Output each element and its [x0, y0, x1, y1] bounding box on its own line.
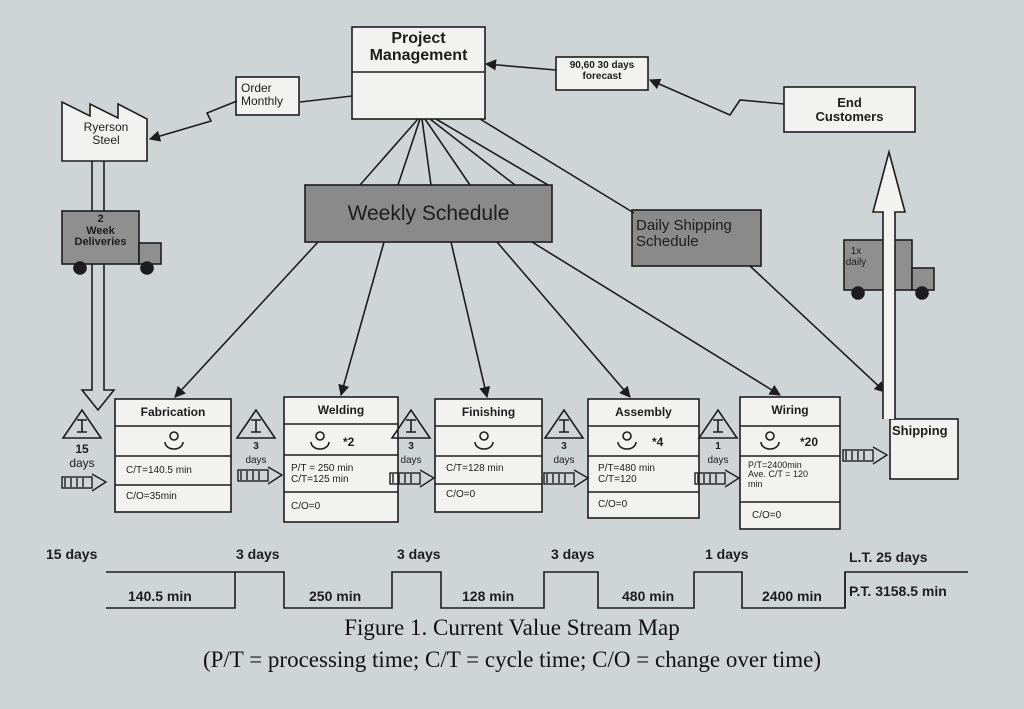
inventory-unit: days: [553, 455, 575, 466]
daily-shipping-box: [631, 209, 762, 267]
process-changeover: C/O=35min: [126, 491, 177, 502]
timeline-wait: 3 days: [397, 546, 441, 562]
order-label: Order Monthly: [241, 81, 284, 108]
forecast-info-flow: [648, 78, 785, 117]
weekly-schedule-box: [304, 184, 553, 243]
inventory-value: 15: [75, 442, 89, 456]
timeline-process-time: 480 min: [622, 588, 675, 604]
figure-caption-title: Figure 1. Current Value Stream Map: [344, 615, 680, 640]
supplier-label: Ryerson Steel: [83, 120, 129, 147]
process-data: P/T=2400min Ave. C/T = 120 min: [748, 460, 808, 489]
process-box: [739, 396, 841, 530]
timeline-wait: 3 days: [551, 546, 595, 562]
push-arrow: [61, 473, 108, 492]
process-name: Fabrication: [140, 405, 206, 419]
inventory-icon: [543, 408, 585, 439]
process-data: P/T = 250 min C/T=125 min: [291, 463, 354, 485]
customer-truck-label: 1x daily: [845, 246, 867, 268]
shipping-box: [889, 418, 959, 480]
customer-shipment-arrow: [871, 148, 907, 419]
operator-icon: [310, 431, 330, 450]
order-info-flow: [148, 100, 238, 142]
forecast-to-pm-arrow: [484, 59, 557, 71]
inventory-icon: [61, 408, 103, 439]
process-name: Finishing: [461, 405, 516, 419]
inventory-value: 3: [561, 441, 567, 452]
inventory-unit: days: [245, 455, 267, 466]
process-changeover: C/O=0: [752, 510, 782, 521]
inventory-unit: days: [707, 455, 729, 466]
process-name: Wiring: [771, 403, 809, 417]
order-box: [235, 76, 300, 116]
customer-box: [783, 86, 916, 133]
daily-shipping-label: Daily Shipping Schedule: [636, 218, 732, 250]
inventory-value: 3: [408, 441, 414, 452]
timeline: [106, 571, 968, 609]
push-arrow: [543, 469, 590, 488]
supplier-shipment-arrow: [80, 161, 116, 412]
process-changeover: C/O=0: [446, 489, 476, 500]
process-data: C/T=140.5 min: [126, 465, 192, 476]
process-name: Welding: [317, 403, 365, 417]
timeline-process-time: 250 min: [309, 588, 362, 604]
process-changeover: C/O=0: [598, 499, 628, 510]
inventory-unit: days: [69, 456, 95, 470]
forecast-box: [555, 56, 649, 91]
timeline-process-time: 2400 min: [762, 588, 822, 604]
process-time-total: P.T. 3158.5 min: [849, 583, 947, 599]
timeline-process-time: 140.5 min: [128, 588, 192, 604]
process-data: C/T=128 min: [446, 463, 504, 474]
timeline-wait: 1 days: [705, 546, 749, 562]
figure-caption-subtitle: (P/T = processing time; C/T = cycle time…: [202, 647, 822, 672]
timeline-wait: 3 days: [236, 546, 280, 562]
push-arrow: [389, 469, 436, 488]
push-arrow: [694, 469, 741, 488]
process-operators: *2: [343, 435, 355, 449]
customer-label: End Customers: [815, 95, 884, 124]
process-operators: *4: [652, 435, 664, 449]
lead-time: L.T. 25 days: [849, 549, 928, 565]
weekly-schedule-label: Weekly Schedule: [347, 202, 510, 225]
push-arrow: [237, 466, 284, 485]
inventory-icon: [390, 408, 432, 439]
forecast-label: 90,60 30 days forecast: [569, 60, 635, 82]
process-changeover: C/O=0: [291, 501, 321, 512]
process-data: P/T=480 min C/T=120: [598, 463, 655, 485]
customer-truck-icon: [843, 239, 913, 291]
process-operators: *20: [800, 435, 819, 449]
inventory-value: 3: [253, 441, 259, 452]
supplier-truck-icon: [61, 210, 140, 265]
timeline-process-time: 128 min: [462, 588, 515, 604]
process-box: [283, 396, 399, 523]
push-arrow: [842, 446, 889, 465]
project-management-box: [351, 26, 486, 120]
supplier-factory-icon: [61, 100, 148, 162]
operator-icon: [474, 431, 494, 450]
inventory-value: 1: [715, 441, 721, 452]
process-box: [587, 398, 700, 519]
shipping-label: Shipping: [892, 423, 948, 438]
inventory-icon: [697, 408, 739, 439]
process-name: Assembly: [615, 405, 672, 419]
operator-icon: [760, 431, 780, 450]
timeline-wait: 15 days: [46, 546, 98, 562]
operator-icon: [617, 431, 637, 450]
supplier-truck-label: 2 Week Deliveries: [74, 213, 127, 249]
inventory-icon: [235, 408, 277, 439]
inventory-unit: days: [400, 455, 422, 466]
project-management-label: Project Management: [369, 30, 468, 64]
operator-icon: [164, 431, 184, 450]
